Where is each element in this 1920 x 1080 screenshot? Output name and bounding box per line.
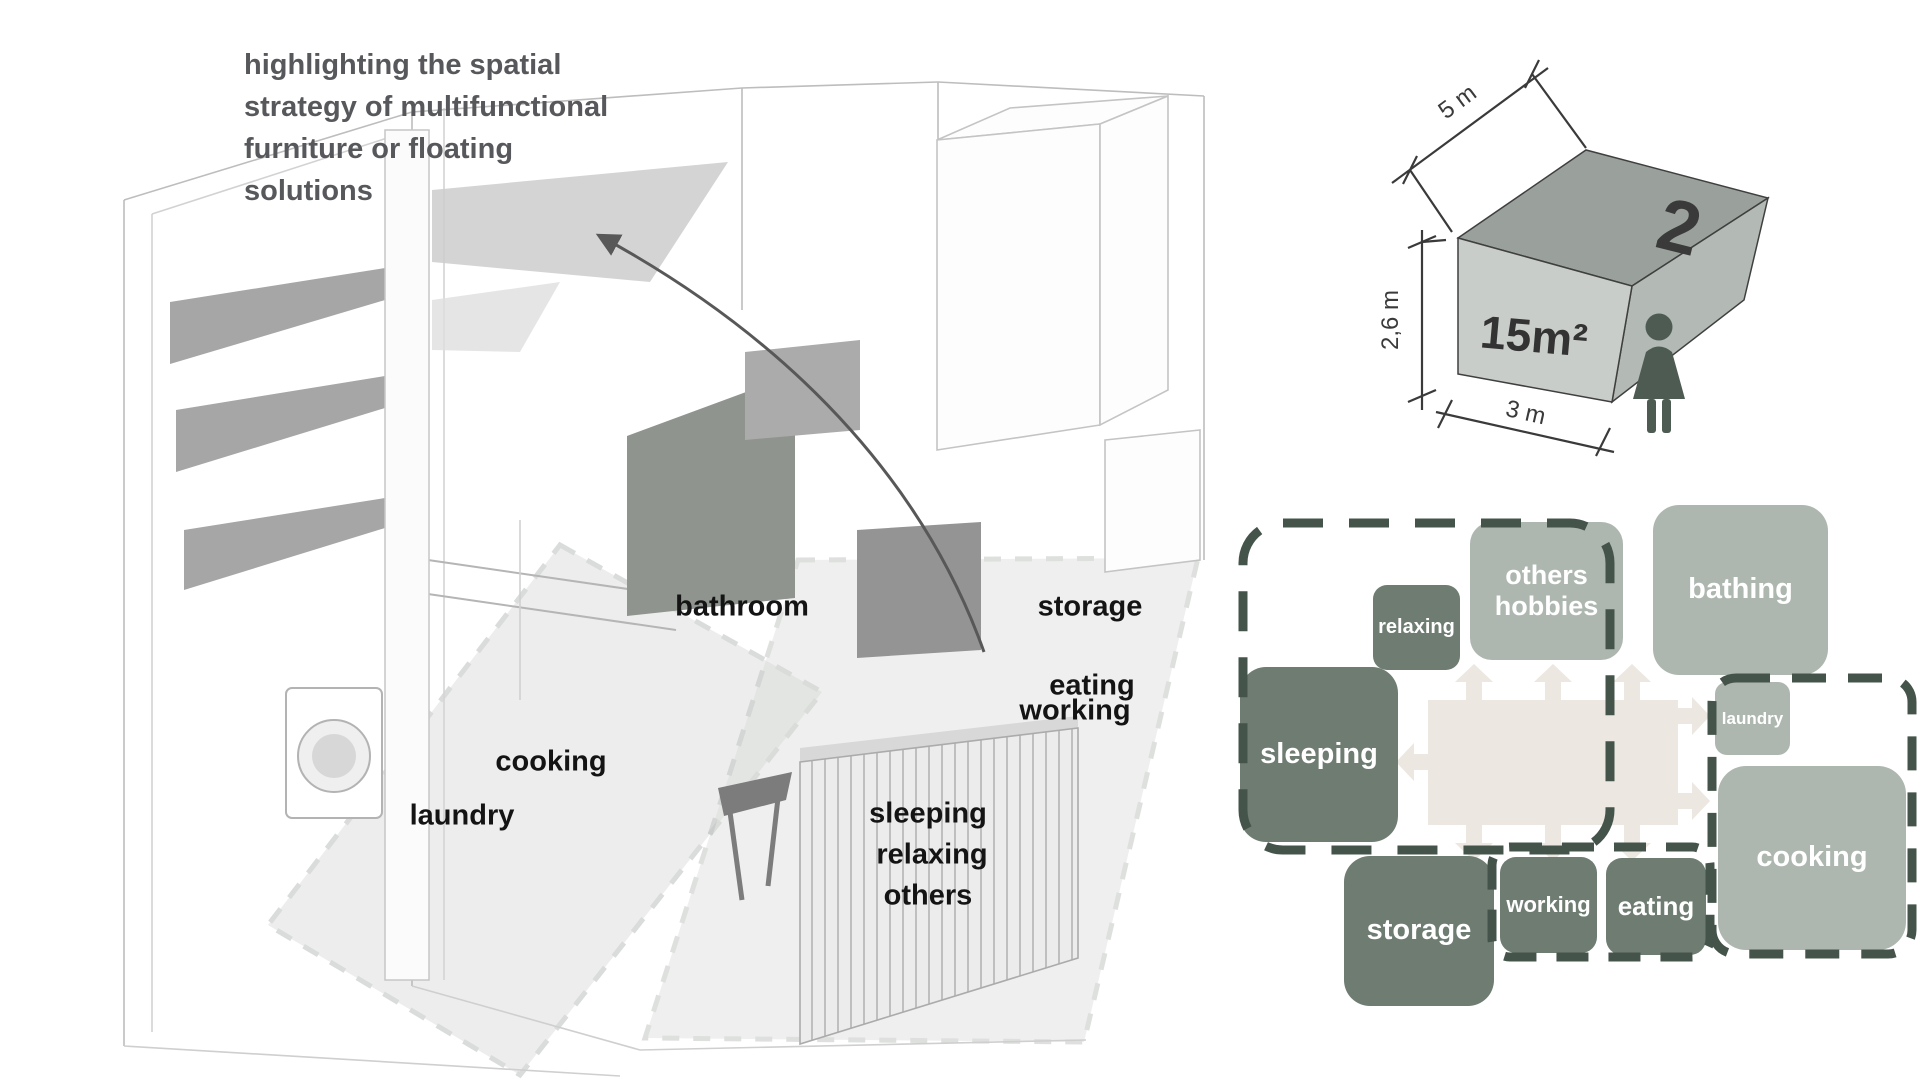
block-relaxing: relaxing	[1373, 585, 1460, 670]
block-eating: eating	[1606, 858, 1706, 955]
annotation-line: highlighting the spatial	[244, 49, 562, 81]
block-storage: storage	[1344, 856, 1494, 1006]
sketch-label-bathroom: bathroom	[675, 590, 809, 623]
sketch-label-others: others	[883, 879, 973, 912]
sketch-label-eating: eating	[1049, 669, 1135, 702]
annotation-line: furniture or floating	[244, 133, 514, 165]
annotation-line: strategy of multifunctional	[244, 91, 609, 123]
sketch-label-cooking: cooking	[495, 745, 607, 778]
annotation-text: highlighting the spatial strategy of mul…	[244, 44, 608, 212]
sketch-label-working: working	[1019, 694, 1131, 727]
block-cooking: cooking	[1718, 766, 1906, 950]
block-working: working	[1500, 857, 1597, 953]
sketch-label-storage: storage	[1037, 590, 1143, 623]
annotation-line: solutions	[244, 175, 373, 207]
block-others-hobbies: others hobbies	[1470, 522, 1623, 660]
sketch-label-laundry: laundry	[409, 799, 515, 832]
center-connector-pad	[1428, 700, 1678, 825]
block-laundry: laundry	[1715, 682, 1790, 755]
sketch-label-sleeping: sleeping	[869, 797, 987, 830]
sketch-label-relaxing: relaxing	[876, 838, 988, 871]
block-sleeping: sleeping	[1240, 667, 1398, 842]
block-bathing: bathing	[1653, 505, 1828, 675]
